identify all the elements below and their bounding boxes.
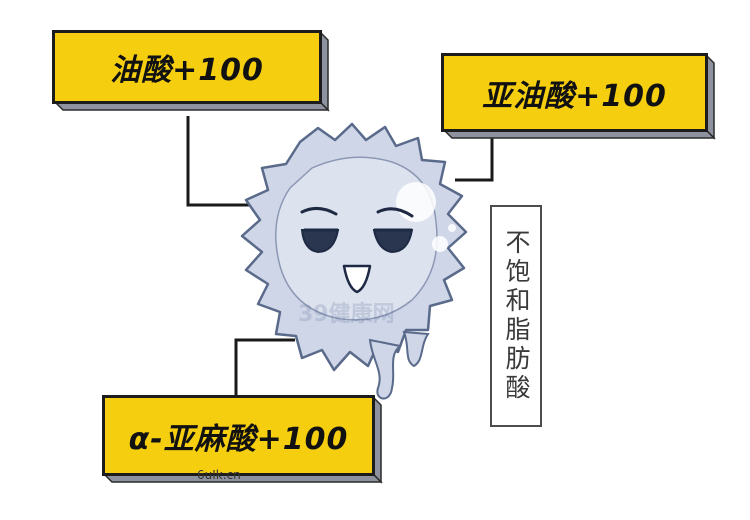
left-eyebrow — [300, 207, 338, 216]
connector-alpha-linolenic — [234, 338, 295, 396]
right-eye — [372, 228, 414, 254]
watermark-small: 6uIk.cn — [197, 468, 241, 482]
right-eyebrow — [376, 207, 414, 218]
creature-drip — [368, 338, 403, 400]
connector-lines — [186, 116, 494, 396]
linoleic-box-face: 亚油酸+100 — [441, 53, 708, 132]
watermark-39jiankang: 39健康网 — [298, 302, 395, 327]
oleic-box-face: 油酸+100 — [52, 30, 322, 104]
unsaturated-fatty-acid-label: 不饱和脂肪酸 — [490, 205, 542, 427]
connector-oleic — [186, 116, 262, 207]
creature-drip — [402, 330, 430, 368]
highlight-bubble — [396, 182, 436, 222]
creature-mouth — [342, 264, 372, 294]
left-eye — [300, 228, 340, 254]
linoleic-label: 亚油酸+100 — [482, 78, 667, 114]
alpha-linolenic-label: α-亚麻酸+100 — [128, 421, 349, 457]
fatty-acid-creature — [240, 122, 468, 400]
highlight-bubble — [448, 224, 456, 232]
alpha-linolenic-box-face: α-亚麻酸+100 — [102, 395, 375, 476]
oleic-label: 油酸+100 — [110, 53, 264, 88]
connector-linoleic — [455, 137, 494, 182]
side-label-text: 不饱和脂肪酸 — [502, 229, 531, 403]
highlight-bubble — [432, 236, 448, 252]
